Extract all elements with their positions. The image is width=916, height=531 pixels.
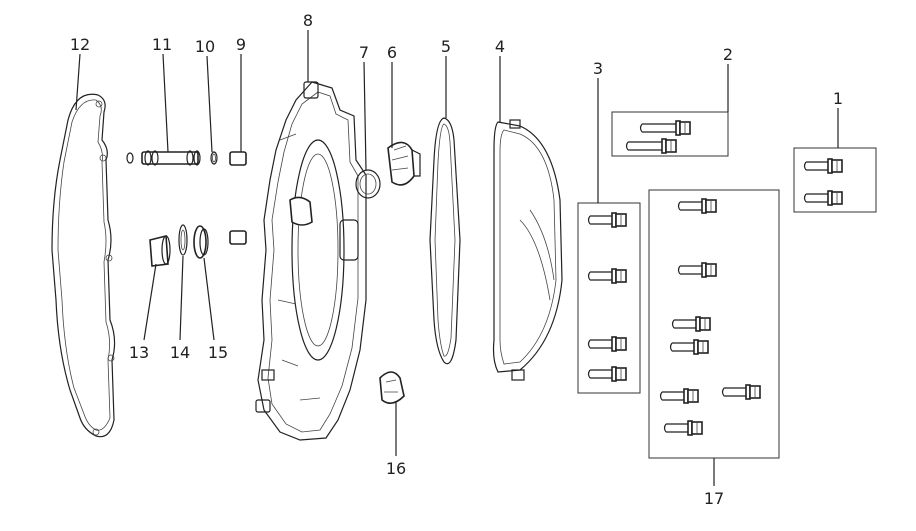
callout-2: 2 bbox=[723, 45, 733, 64]
callout-3: 3 bbox=[593, 59, 603, 78]
plug-16 bbox=[379, 371, 405, 404]
leader-lines bbox=[75, 30, 839, 486]
bushing-9 bbox=[229, 151, 247, 245]
gasket-12 bbox=[51, 93, 116, 438]
bolt-group-17 bbox=[648, 189, 780, 459]
callout-17: 17 bbox=[704, 489, 724, 508]
callout-7: 7 bbox=[359, 43, 369, 62]
bearing-13 bbox=[149, 234, 171, 267]
callout-13: 13 bbox=[129, 343, 149, 362]
shaft-11 bbox=[126, 150, 201, 166]
cover-casting-8 bbox=[255, 81, 367, 441]
callout-6: 6 bbox=[387, 43, 397, 62]
callout-16: 16 bbox=[386, 459, 406, 478]
filler-cap-6 bbox=[387, 141, 421, 186]
gasket-5 bbox=[429, 117, 461, 365]
callout-10: 10 bbox=[195, 37, 215, 56]
callout-8: 8 bbox=[303, 11, 313, 30]
callout-15: 15 bbox=[208, 343, 228, 362]
seal-15 bbox=[193, 225, 209, 259]
washer-14 bbox=[178, 224, 188, 256]
outer-cover-4 bbox=[492, 119, 563, 381]
callout-14: 14 bbox=[170, 343, 190, 362]
callout-11: 11 bbox=[152, 35, 172, 54]
callout-5: 5 bbox=[441, 37, 451, 56]
o-ring-7 bbox=[355, 169, 381, 199]
bolt-group-2 bbox=[611, 111, 729, 157]
callout-9: 9 bbox=[236, 35, 246, 54]
bolt-group-1 bbox=[793, 147, 877, 213]
callout-4: 4 bbox=[495, 37, 505, 56]
callout-12: 12 bbox=[70, 35, 90, 54]
bolt-group-3 bbox=[577, 202, 641, 394]
callout-1: 1 bbox=[833, 89, 843, 108]
callout-labels: 1 2 3 4 5 6 7 8 9 10 11 12 13 14 15 16 1… bbox=[70, 11, 843, 508]
o-ring-10 bbox=[210, 151, 218, 165]
